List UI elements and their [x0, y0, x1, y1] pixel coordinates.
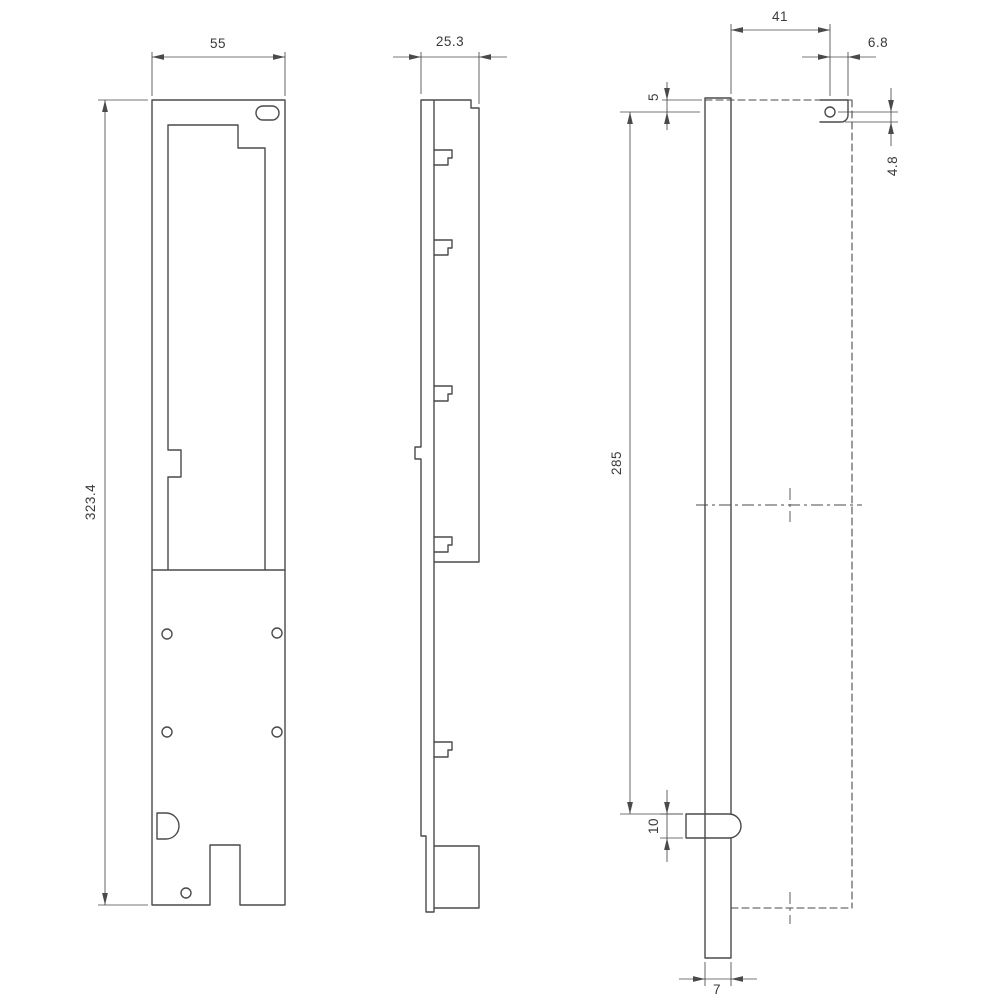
front-hole	[161, 726, 173, 738]
dim-front-width: 55	[151, 36, 286, 96]
rear-strip	[704, 97, 732, 959]
front-outline	[151, 99, 286, 906]
extension-lines	[98, 99, 148, 906]
front-hole	[180, 887, 192, 899]
dimension-label: 285	[609, 451, 624, 475]
dimension-label: 41	[772, 9, 788, 24]
rear-centerlines	[696, 488, 862, 924]
side-snap-tabs	[433, 149, 453, 758]
front-hole	[271, 627, 283, 639]
dimension-label: 323.4	[83, 484, 98, 520]
front-hole	[271, 726, 283, 738]
dimension-label: 5	[646, 93, 661, 101]
side-profile	[414, 99, 480, 913]
dim-rear-tab-width: 6.8	[802, 35, 888, 96]
dim-front-height: 323.4	[83, 99, 148, 906]
front-inner-contour	[151, 124, 286, 571]
dimension-label: 10	[646, 818, 661, 834]
rear-pin	[685, 813, 742, 839]
dimension-label: 25.3	[436, 34, 464, 49]
dim-rear-tab-height: 4.8	[838, 88, 900, 176]
dimension-label: 55	[210, 36, 226, 51]
front-hole	[161, 628, 173, 640]
rear-hidden-outline	[704, 99, 853, 909]
dim-side-depth: 25.3	[393, 34, 507, 104]
dim-rear-top-offset: 5	[646, 82, 702, 130]
dimension-label: 6.8	[868, 35, 888, 50]
extension-lines	[620, 111, 700, 815]
dimension-label: 7	[713, 982, 721, 997]
side-view	[414, 99, 480, 913]
extension-lines	[704, 962, 732, 986]
extension-lines	[730, 24, 831, 96]
front-top-slot	[255, 105, 280, 121]
dim-rear-strip-width: 7	[679, 962, 757, 997]
dimension-label: 4.8	[885, 156, 900, 176]
extension-lines	[420, 52, 480, 104]
front-hook-slot	[156, 812, 180, 840]
dim-rear-hole-offset: 41	[730, 9, 831, 96]
front-view	[151, 99, 286, 906]
rear-tab-hole	[824, 106, 836, 118]
rear-view	[685, 97, 862, 959]
extension-lines	[151, 52, 286, 96]
rear-top-tab	[819, 99, 849, 123]
dim-rear-body-height: 285	[609, 111, 700, 815]
extension-lines	[660, 813, 683, 839]
dim-rear-pin-height: 10	[646, 790, 683, 862]
